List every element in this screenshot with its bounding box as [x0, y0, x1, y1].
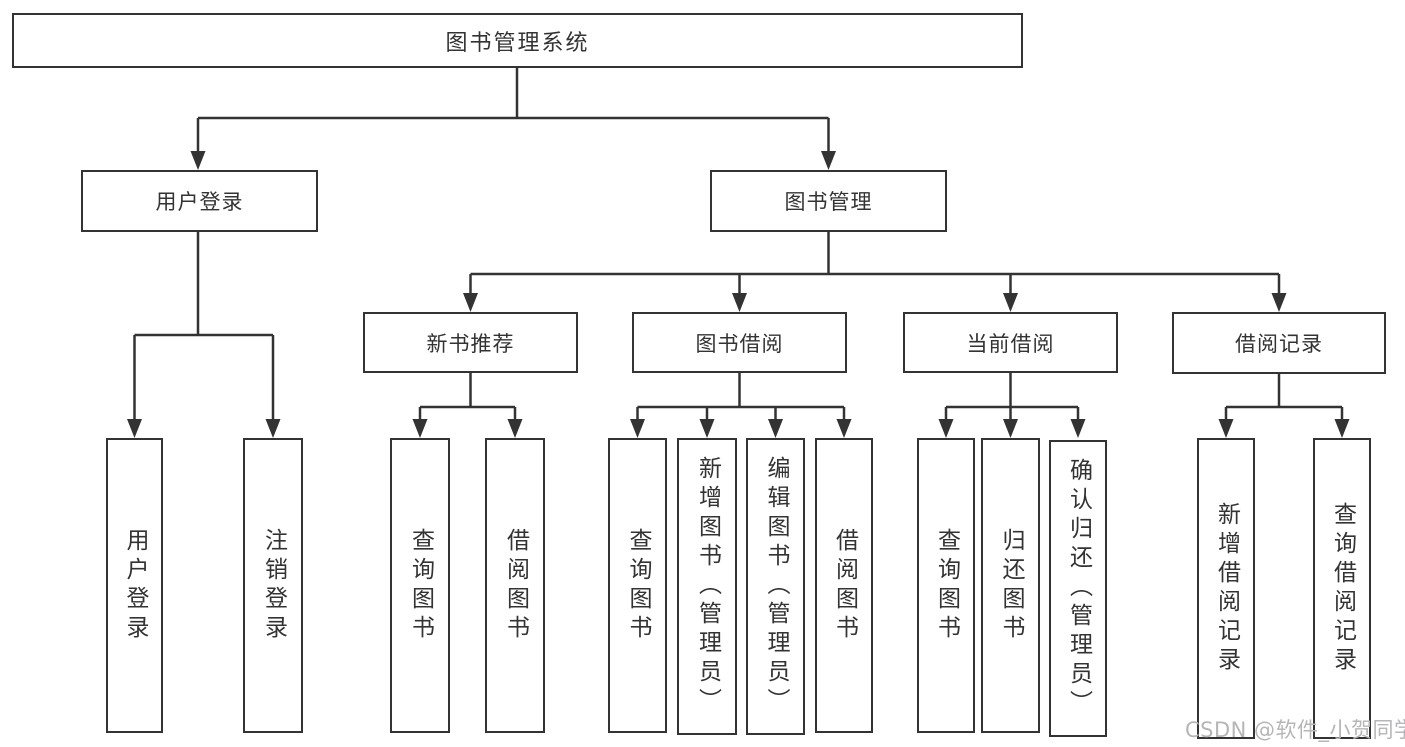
leaf-add-borrow-record: 新增借阅记录: [1197, 438, 1255, 739]
leaf-query-books-2: 查询图书: [608, 438, 667, 733]
leaf-query-borrow-record: 查询借阅记录: [1313, 438, 1371, 739]
node-user-login: 用户登录: [81, 170, 318, 232]
node-book-management: 图书管理: [710, 170, 947, 232]
node-borrowing-records: 借阅记录: [1172, 312, 1386, 374]
leaf-user-login: 用户登录: [106, 438, 163, 733]
leaf-add-book-admin: 新增图书（管理员）: [677, 438, 737, 735]
node-book-borrowing: 图书借阅: [632, 312, 847, 373]
leaf-query-books-3: 查询图书: [917, 438, 975, 733]
node-library-system: 图书管理系统: [12, 13, 1023, 68]
node-current-borrowing: 当前借阅: [903, 312, 1118, 373]
leaf-borrow-books-1: 借阅图书: [485, 438, 545, 733]
leaf-confirm-return-admin: 确认归还（管理员）: [1049, 440, 1107, 737]
leaf-borrow-books-2: 借阅图书: [815, 438, 873, 733]
leaf-edit-book-admin: 编辑图书（管理员）: [746, 438, 805, 735]
leaf-logout: 注销登录: [243, 438, 303, 733]
node-new-book-recommend: 新书推荐: [363, 312, 578, 373]
csdn-watermark: CSDN @软件_小贺同学: [1185, 718, 1405, 742]
leaf-return-books: 归还图书: [981, 438, 1040, 733]
leaf-query-books-1: 查询图书: [390, 438, 450, 733]
